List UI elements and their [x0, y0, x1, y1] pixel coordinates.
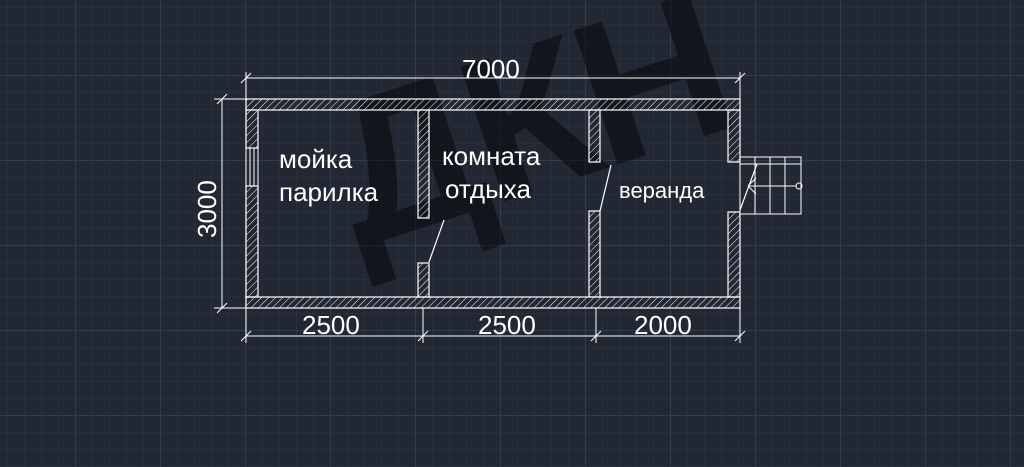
wall-right-lower	[727, 211, 741, 298]
dimension-total-width: 7000	[462, 54, 520, 84]
wall-inner-2-upper	[588, 109, 601, 163]
room-label-rest-room: комната отдыха	[442, 140, 540, 207]
wall-right-upper	[727, 109, 741, 163]
wall-left-lower	[245, 185, 259, 298]
dimension-segment-2: 2500	[478, 310, 536, 340]
wall-inner-2-lower	[588, 210, 601, 298]
wall-inner-1-lower	[417, 262, 430, 298]
dimension-segment-1: 2500	[302, 310, 360, 340]
room-2-line-1: комната	[442, 141, 541, 171]
room-1-line-2: парилка	[279, 177, 379, 208]
room-label-veranda: веранда	[619, 178, 705, 203]
dimension-total-height: 3000	[192, 180, 222, 238]
window-left	[245, 147, 259, 187]
room-1-line-1: мойка	[279, 144, 353, 174]
wall-inner-1-upper	[417, 109, 430, 219]
walls	[245, 98, 741, 309]
wall-top	[245, 98, 741, 111]
wall-left-upper	[245, 109, 259, 149]
room-2-line-2: отдыха	[445, 174, 531, 205]
steps	[739, 156, 803, 215]
dimension-lines	[214, 72, 746, 343]
door-1	[428, 219, 445, 263]
door-2	[599, 164, 612, 212]
dimension-segment-3: 2000	[634, 310, 692, 340]
wall-bottom	[245, 296, 741, 309]
room-label-sauna: мойка парилка	[279, 143, 378, 210]
